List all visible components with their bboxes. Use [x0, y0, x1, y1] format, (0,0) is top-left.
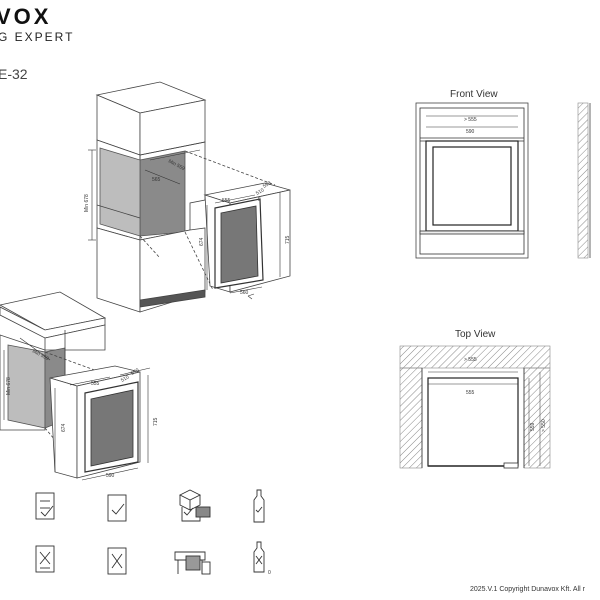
top-view-drawing — [399, 345, 551, 469]
front-width-label: 590 — [466, 129, 475, 135]
front-niche-label: > 555 — [464, 117, 477, 123]
counter-door-height-label: 674 — [61, 423, 67, 432]
column-unit-depth-label: 510 — [255, 187, 265, 196]
column-door-width-label: 560 — [240, 290, 249, 296]
column-unit-width-label: 555 — [222, 198, 231, 204]
counter-unit-width-label: 555 — [91, 381, 100, 387]
copyright-footer: 2025.V.1 Copyright Dunavox Kft. All r — [470, 586, 585, 593]
pictogram-shelf-ok — [35, 492, 55, 520]
bottle-note-label: 0 — [268, 570, 271, 576]
counter-unit-depth-label: 510 — [120, 374, 130, 383]
pictogram-built-in-not-ok — [174, 551, 211, 575]
model-number: E-32 — [0, 66, 28, 82]
top-niche-label: > 555 — [464, 357, 477, 363]
counter-min-height-label: Min 678 — [6, 377, 12, 395]
counter-installation — [0, 291, 151, 481]
front-view-title: Front View — [450, 89, 498, 100]
top-depth-min-label: > 550 — [541, 419, 547, 432]
pictogram-door-ok — [107, 494, 127, 522]
pictogram-built-in-ok — [178, 489, 211, 522]
column-door-height-label: 674 — [199, 237, 205, 246]
bottle-warning-icon — [253, 541, 265, 573]
bottle-icon — [253, 489, 265, 523]
column-unit-depth2-label: 550 — [262, 180, 272, 189]
side-wall-hatch — [577, 102, 589, 259]
column-min-height-label: Min 678 — [84, 194, 90, 212]
top-inner-label: 555 — [466, 390, 475, 396]
column-depth-label: 565 — [152, 177, 161, 183]
pictogram-door-not-ok — [107, 547, 127, 575]
front-view-drawing — [415, 102, 529, 259]
column-gap-label: 5 — [258, 197, 261, 203]
counter-door-width-label: 590 — [106, 473, 115, 479]
counter-total-height-label: 715 — [153, 417, 159, 426]
counter-unit-depth2-label: 550 — [130, 367, 140, 376]
top-depth-label: 559 — [530, 422, 536, 431]
column-installation — [88, 81, 291, 313]
pictogram-shelf-not-ok — [35, 545, 55, 573]
brand-logo: VOX — [0, 4, 52, 29]
column-total-height-label: 715 — [285, 235, 291, 244]
top-view-title: Top View — [455, 329, 496, 340]
brand-tagline: G EXPERT — [0, 30, 75, 44]
